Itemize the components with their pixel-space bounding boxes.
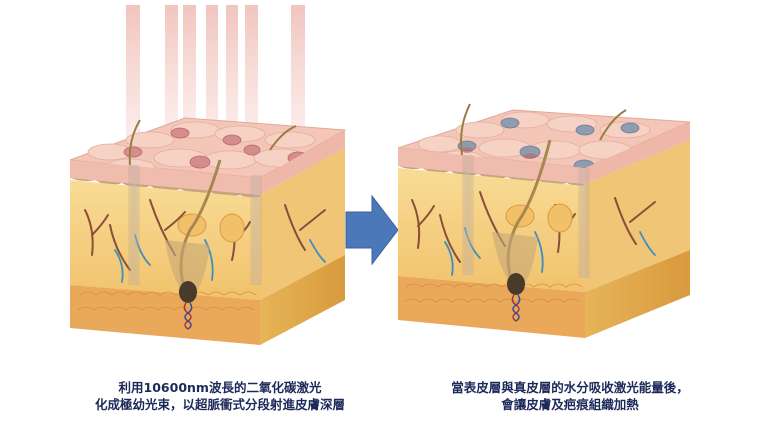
left-caption: 利用10600nm波長的二氧化碳激光 化成極幼光束，以超脈衝式分段射進皮膚深層 bbox=[50, 379, 390, 413]
laser-beams bbox=[126, 5, 305, 155]
hair-follicle-left bbox=[128, 119, 297, 330]
left-skin-block bbox=[69, 5, 347, 345]
right-caption: 當表皮層與真皮層的水分吸收激光能量後， 會讓皮膚及疤痕組織加熱 bbox=[400, 379, 740, 413]
right-caption-line-1: 當表皮層與真皮層的水分吸收激光能量後， bbox=[451, 380, 689, 395]
right-skin-block bbox=[397, 103, 691, 338]
hair-follicle-right bbox=[460, 103, 627, 322]
right-caption-line-2: 會讓皮膚及疤痕組織加熱 bbox=[501, 397, 639, 412]
left-caption-line-1: 利用10600nm波長的二氧化碳激光 bbox=[118, 380, 322, 395]
left-caption-line-2: 化成極幼光束，以超脈衝式分段射進皮膚深層 bbox=[94, 397, 345, 412]
right-arrow-icon bbox=[345, 194, 399, 266]
